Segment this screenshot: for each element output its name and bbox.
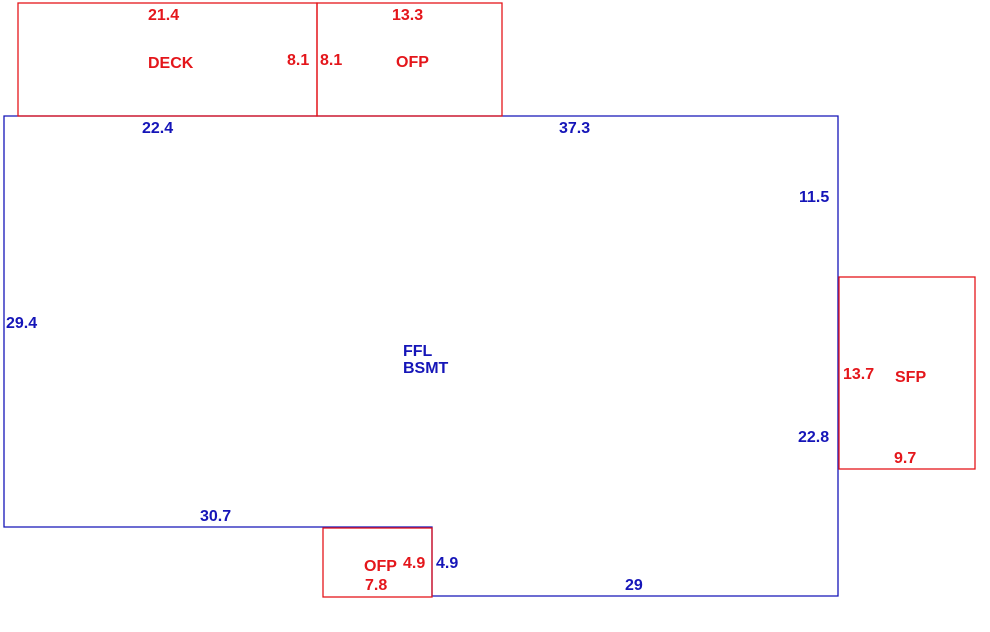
ofp-top-outline [316, 2, 503, 117]
ofp-bottom-side-dimension: 4.9 [403, 555, 425, 572]
main-area-label-line2: BSMT [403, 360, 449, 377]
ofp-top-left-dimension: 8.1 [320, 52, 342, 69]
deck-label: DECK [148, 55, 194, 72]
main-bottom-right-dimension: 29 [625, 577, 643, 594]
deck-top-dimension: 21.4 [148, 7, 179, 24]
main-top-right-dimension: 37.3 [559, 120, 590, 137]
main-area-label-line1: FFL [403, 343, 433, 360]
main-right-lower-dimension: 22.8 [798, 429, 829, 446]
ofp-top-top-dimension: 13.3 [392, 7, 423, 24]
main-notch-side-dimension: 4.9 [436, 555, 458, 572]
main-right-upper-dimension: 11.5 [799, 189, 829, 206]
ofp-bottom-outline [322, 527, 433, 598]
sfp-bottom-dimension: 9.7 [894, 450, 916, 467]
main-bottom-left-dimension: 30.7 [200, 508, 231, 525]
sfp-outline [838, 276, 976, 470]
deck-right-dimension: 8.1 [287, 52, 309, 69]
ofp-top-label: OFP [396, 54, 429, 71]
sfp-label: SFP [895, 369, 926, 386]
sfp-side-dimension: 13.7 [843, 366, 874, 383]
main-left-dimension: 29.4 [6, 315, 37, 332]
ofp-bottom-bottom-dimension: 7.8 [365, 577, 387, 594]
main-top-left-dimension: 22.4 [142, 120, 173, 137]
ofp-bottom-label: OFP [364, 558, 397, 575]
